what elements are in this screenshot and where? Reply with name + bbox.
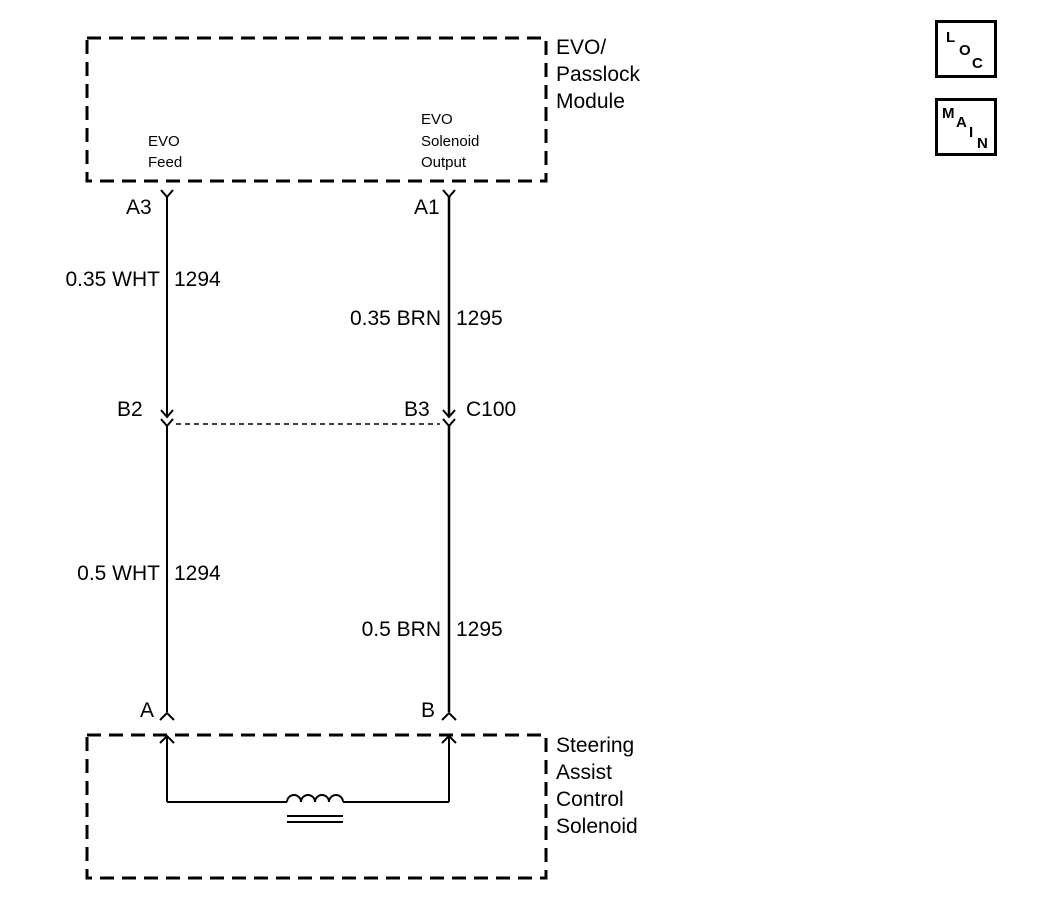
- wire-right-lower-label: 0.5 BRN: [362, 618, 441, 641]
- pin-a3: A3: [126, 196, 152, 219]
- loc-icon-o: O: [959, 42, 971, 59]
- evo-output-label-line1: EVO: [421, 111, 453, 128]
- evo-feed-label-line2: Feed: [148, 154, 182, 171]
- solenoid-name-line1: Steering: [556, 734, 634, 757]
- main-icon-i: I: [969, 124, 974, 141]
- wire-left-upper-circuit: 1294: [174, 268, 221, 291]
- solenoid-name-line2: Assist: [556, 761, 612, 784]
- evo-module-name-line3: Module: [556, 90, 625, 113]
- evo-module-name-line1: EVO/: [556, 36, 606, 59]
- wire-left: [159, 189, 175, 802]
- loc-icon-l: L: [946, 29, 956, 46]
- wire-right-upper-circuit: 1295: [456, 307, 503, 330]
- wire-left-upper-label: 0.35 WHT: [65, 268, 160, 291]
- evo-output-label-line3: Output: [421, 154, 467, 171]
- wire-right-lower-circuit: 1295: [456, 618, 503, 641]
- connector-c100: C100: [466, 398, 516, 421]
- evo-output-label-line2: Solenoid: [421, 133, 479, 150]
- loc-icon[interactable]: L O C: [935, 20, 997, 78]
- main-icon-m: M: [942, 105, 955, 122]
- pin-a1: A1: [414, 196, 440, 219]
- wire-right: [441, 189, 457, 802]
- wire-left-lower-circuit: 1294: [174, 562, 221, 585]
- pin-b3: B3: [404, 398, 430, 421]
- solenoid-box: [85, 733, 548, 880]
- main-icon[interactable]: M A I N: [935, 98, 997, 156]
- pin-b: B: [421, 699, 435, 722]
- evo-passlock-module-box: [85, 36, 548, 183]
- solenoid-coil: [167, 794, 449, 823]
- main-icon-n: N: [977, 135, 988, 152]
- solenoid-name-line4: Solenoid: [556, 815, 638, 838]
- evo-feed-label-line1: EVO: [148, 133, 180, 150]
- solenoid-name-line3: Control: [556, 788, 624, 811]
- pin-a: A: [140, 699, 154, 722]
- wire-left-lower-label: 0.5 WHT: [77, 562, 160, 585]
- pin-b2: B2: [117, 398, 143, 421]
- evo-module-name-line2: Passlock: [556, 63, 641, 86]
- loc-icon-c: C: [972, 55, 983, 72]
- main-icon-a: A: [956, 114, 967, 131]
- wire-right-upper-label: 0.35 BRN: [350, 307, 441, 330]
